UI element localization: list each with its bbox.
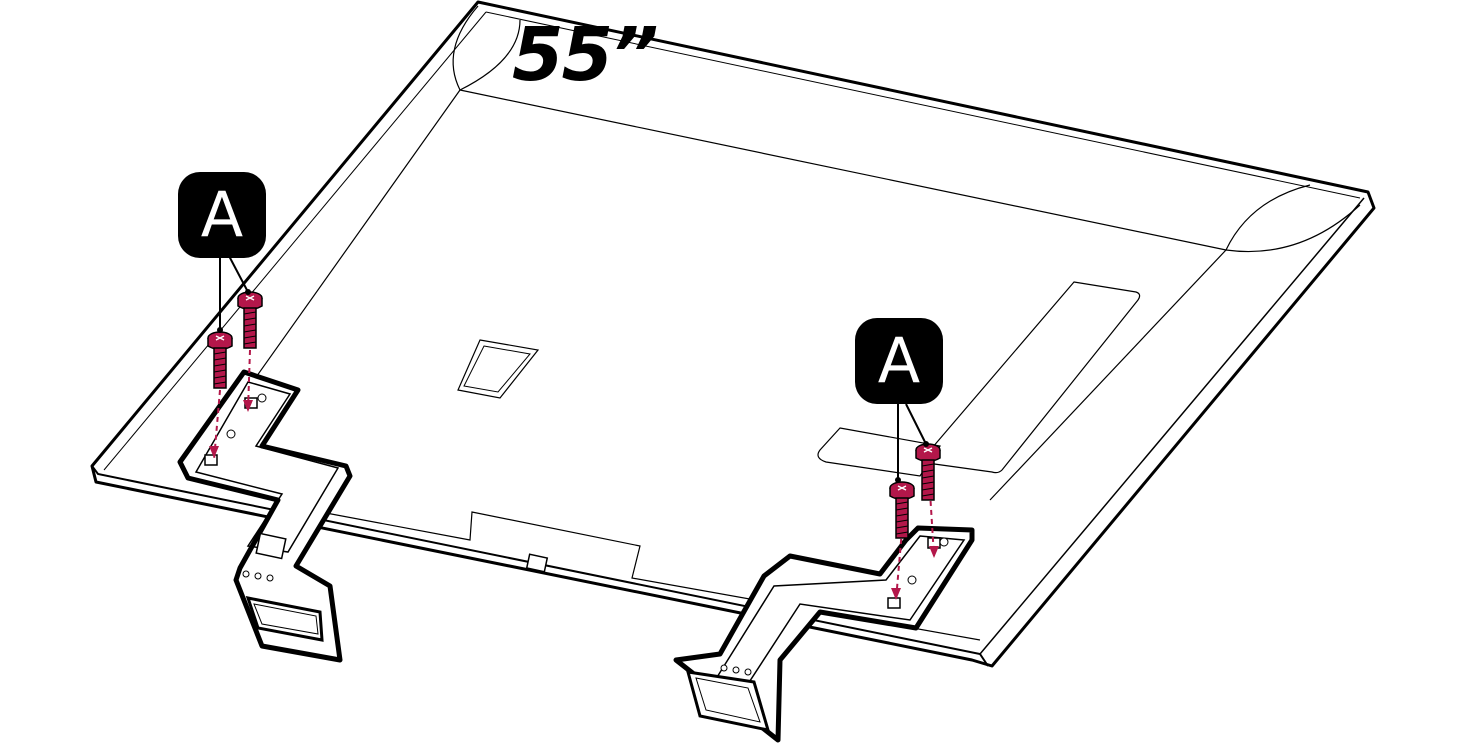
tv-size-label: 55”: [512, 12, 659, 98]
callout-badge-right: A: [855, 318, 943, 404]
left-screws: [207, 253, 263, 461]
tv-back-panel: [90, 0, 1376, 668]
left-stand-bracket: [177, 369, 353, 663]
right-stand-bracket: [673, 525, 975, 743]
right-screws: [889, 403, 941, 601]
callout-badge-left: A: [178, 172, 266, 258]
